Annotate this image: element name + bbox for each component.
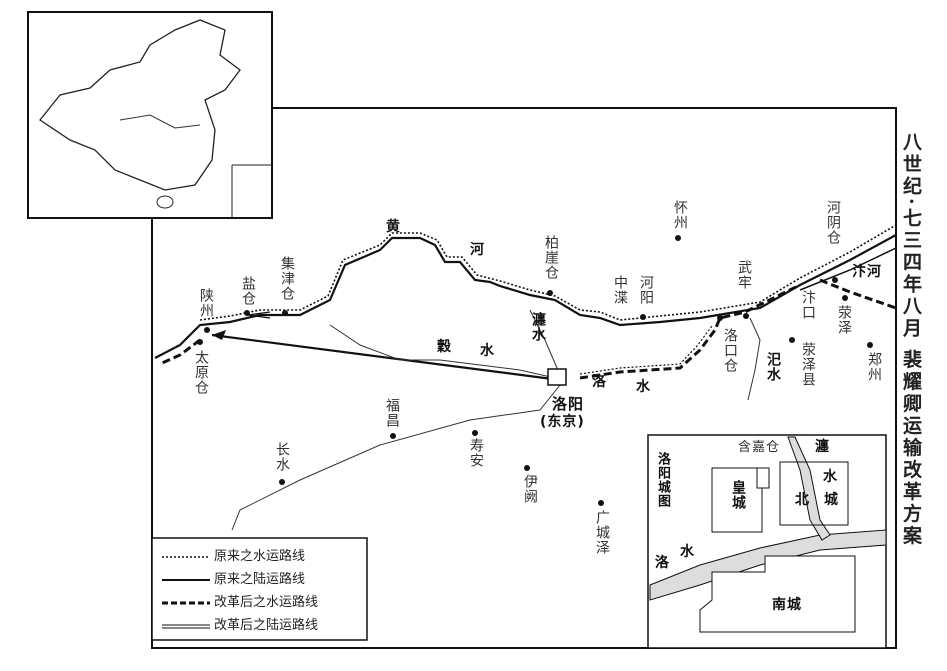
- luoyang-marker: [547, 368, 567, 386]
- label-taiyuancang: 太原仓: [193, 350, 209, 395]
- inset-nancheng: 南城: [772, 597, 802, 613]
- inset-hanjiacang: 含嘉仓: [738, 440, 781, 455]
- inset-cheng: 城: [824, 492, 839, 508]
- yellow-river: [154, 234, 897, 359]
- label-jijincang: 集津仓: [279, 256, 295, 301]
- label-heyincang: 河阴仓: [825, 200, 841, 245]
- legend-item-reform-land: 改革后之陆运路线: [214, 618, 319, 633]
- label-yancang: 盐仓: [240, 276, 256, 306]
- inset-chan: 瀍: [815, 439, 830, 455]
- place-dots: [197, 235, 873, 506]
- legend-item-original-water: 原来之水运路线: [214, 549, 306, 564]
- inset-huangcheng: 皇城: [730, 480, 746, 510]
- inset-bei: 北: [795, 492, 810, 508]
- reform-water-route: [579, 283, 801, 380]
- inset-luo-river: [649, 529, 887, 601]
- label-heyang: 河阳: [638, 275, 654, 305]
- label-luo-shui: 水: [636, 379, 651, 395]
- label-fuchang: 福昌: [384, 398, 400, 428]
- label-dongjing: (东京): [540, 414, 585, 430]
- label-zhengzhou: 郑州: [866, 352, 882, 382]
- inset-luo-shui: 水: [680, 544, 695, 560]
- label-gu-shui: 水: [480, 343, 495, 359]
- label-baiyacang: 柏崖仓: [543, 235, 559, 280]
- legend-item-reform-water: 改革后之水运路线: [214, 595, 319, 610]
- label-he: 河: [470, 242, 485, 258]
- label-luo: 洛: [592, 374, 607, 390]
- original-land-route: [211, 333, 561, 382]
- yellow-river-south-bank: [799, 247, 897, 291]
- label-guangchengze: 广城泽: [594, 510, 610, 555]
- legend-symbols: [162, 556, 210, 629]
- label-luokoucang: 洛口仓: [722, 328, 738, 373]
- label-luoyang: 洛阳: [552, 395, 585, 413]
- north-city: [779, 461, 849, 526]
- inset-luo: 洛: [655, 555, 670, 571]
- label-xingze: 荥泽: [836, 305, 852, 335]
- label-shanzhou: 陕州: [198, 288, 214, 318]
- legend-item-original-land: 原来之陆运路线: [214, 572, 306, 587]
- label-chan-river: 瀍水: [530, 312, 546, 342]
- legend-box: [151, 537, 368, 641]
- imperial-city: [711, 467, 763, 533]
- china-outline: [39, 19, 241, 191]
- map-title: 八世纪·七三四年八月 裴耀卿运输改革方案: [900, 132, 922, 548]
- label-changshui: 长水: [274, 442, 290, 472]
- locator-frame: [27, 11, 273, 219]
- label-huang: 黄: [386, 219, 401, 235]
- south-city: [699, 555, 856, 633]
- label-huaizhou: 怀州: [672, 200, 688, 230]
- label-yique: 伊阙: [522, 474, 538, 504]
- label-wulao: 武牢: [736, 260, 752, 290]
- label-xingzexian: 荥泽县: [800, 342, 816, 387]
- label-zhongtan: 中渫: [612, 275, 628, 305]
- label-si-river: 汜水: [765, 352, 781, 382]
- bian-canal: [819, 278, 897, 310]
- original-water-route: [199, 224, 897, 321]
- label-shouan: 寿安: [468, 438, 484, 468]
- label-biankou: 汴口: [800, 290, 816, 320]
- inset-title: 洛阳城图: [655, 452, 670, 508]
- label-gu: 穀: [437, 339, 452, 355]
- hainan-outline: [156, 195, 174, 209]
- inset-shui: 水: [823, 469, 838, 485]
- label-bian-river: 汴河: [852, 264, 882, 280]
- main-frame: [151, 107, 897, 649]
